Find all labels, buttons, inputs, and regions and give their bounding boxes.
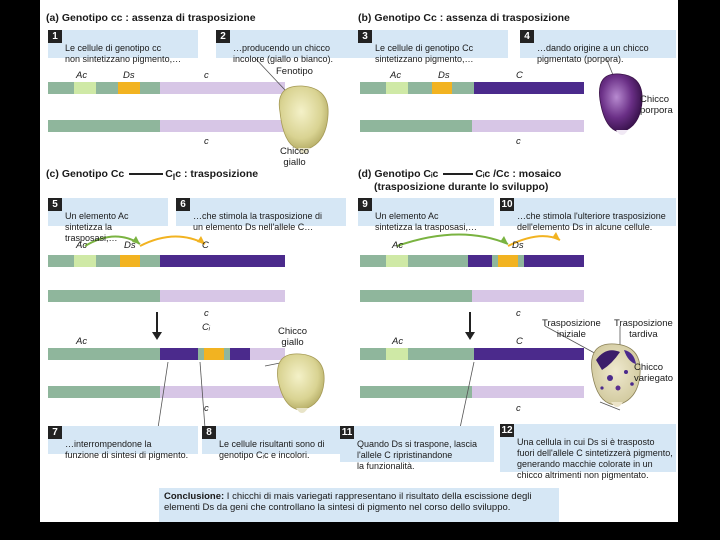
- trasposizione-tardiva-label: Trasposizione tardiva: [614, 318, 673, 340]
- chromosome-b-bottom: [360, 120, 584, 132]
- chromosome-d-bottom: [360, 386, 584, 398]
- gene-C-d: C: [516, 336, 523, 347]
- gene-ac-a: Ac: [76, 70, 88, 81]
- gene-c-a-bottom: c: [204, 136, 209, 147]
- kernel-d-label: Chicco variegato: [634, 362, 674, 384]
- gene-CI-c: Cᵢ: [202, 322, 211, 333]
- panel-b-title: (b)Genotipo Cc : assenza di trasposizion…: [358, 12, 570, 24]
- kernel-purple-b: [599, 73, 643, 135]
- panel-c-title: (c)Genotipo Cc CIc : trasposizione: [46, 168, 259, 183]
- kernel-c-label: Chicco giallo: [278, 326, 308, 348]
- arrow-c-ds-to-C: [139, 235, 206, 247]
- step-box-6: 6…che stimola la trasposizione di un ele…: [176, 198, 346, 232]
- chromosome-c-transposed: [48, 348, 285, 360]
- diagram-graphics: [48, 54, 643, 429]
- figure-panel: (a)Genotipo cc : assenza di trasposizion…: [40, 0, 678, 522]
- chromosome-b-top: [360, 82, 584, 94]
- chromosome-a-top: [48, 82, 285, 94]
- kernel-a-label: Chicco giallo: [280, 146, 310, 168]
- kernel-yellow-c: [277, 353, 325, 413]
- gene-c-d-bottom: c: [516, 403, 521, 414]
- gene-ac-b: Ac: [390, 70, 402, 81]
- panel-b-label: (b): [358, 12, 372, 24]
- chromosome-c-mid: [48, 290, 285, 302]
- step-box-10: 10…che stimola l'ulteriore trasposizione…: [500, 198, 676, 232]
- chromosome-d-restored: [360, 348, 584, 360]
- gene-c-c-bottom: c: [204, 403, 209, 414]
- gene-c-b: c: [516, 136, 521, 147]
- gene-ds-c: Ds: [124, 240, 136, 251]
- panel-b-title-text: Genotipo Cc : assenza di trasposizione: [374, 12, 570, 24]
- gene-ac-d: Ac: [392, 240, 404, 251]
- chromosome-a-bottom: [48, 120, 285, 132]
- gene-ds-b: Ds: [438, 70, 450, 81]
- panel-a-title: (a)Genotipo cc : assenza di trasposizion…: [46, 12, 256, 24]
- kernel-variegated-d: [591, 343, 641, 407]
- panel-a-label: (a): [46, 12, 59, 24]
- step-box-7: 7…interrompendone la funzione di sintesi…: [48, 426, 198, 460]
- gene-c-d-mid: c: [516, 308, 521, 319]
- panel-d-subtitle: (trasposizione durante lo sviluppo): [374, 181, 549, 193]
- gene-c-a-top: c: [204, 70, 209, 81]
- chromosome-c-top: [48, 255, 285, 267]
- conclusion-text: I chicchi di mais variegati rappresentan…: [164, 491, 532, 513]
- gene-ds-a: Ds: [123, 70, 135, 81]
- gene-ac-d2: Ac: [392, 336, 404, 347]
- panel-d-title: (d)Genotipo Cᵢc Cᵢc /Cc : mosaico: [358, 168, 562, 180]
- gene-c-c-mid: c: [204, 308, 209, 319]
- chromosome-d-top: [360, 255, 584, 267]
- conclusion-label: Conclusione:: [164, 491, 225, 502]
- gene-ac-c2: Ac: [76, 336, 88, 347]
- gene-ds-d: Ds: [512, 240, 524, 251]
- step-box-4: 4…dando origine a un chicco pigmentato (…: [520, 30, 676, 64]
- chromosome-c-bottom: [48, 386, 285, 398]
- chromosome-d-mid: [360, 290, 584, 302]
- fenotipo-label: Fenotipo: [276, 66, 313, 77]
- step-box-2: 2…producendo un chicco incolore (giallo …: [216, 30, 368, 64]
- kernel-yellow-a: [278, 85, 329, 154]
- gene-C-c: C: [202, 240, 209, 251]
- kernel-b-label: Chicco porpora: [640, 94, 673, 116]
- gene-C-b: C: [516, 70, 523, 81]
- trasposizione-iniziale-label: Trasposizione iniziale: [542, 318, 601, 340]
- panel-a-title-text: Genotipo cc : assenza di trasposizione: [61, 12, 256, 24]
- gene-ac-c: Ac: [76, 240, 88, 251]
- arrow-d-ac-to-ds: [396, 233, 509, 247]
- conclusion-box: Conclusione: I chicchi di mais variegati…: [159, 488, 559, 522]
